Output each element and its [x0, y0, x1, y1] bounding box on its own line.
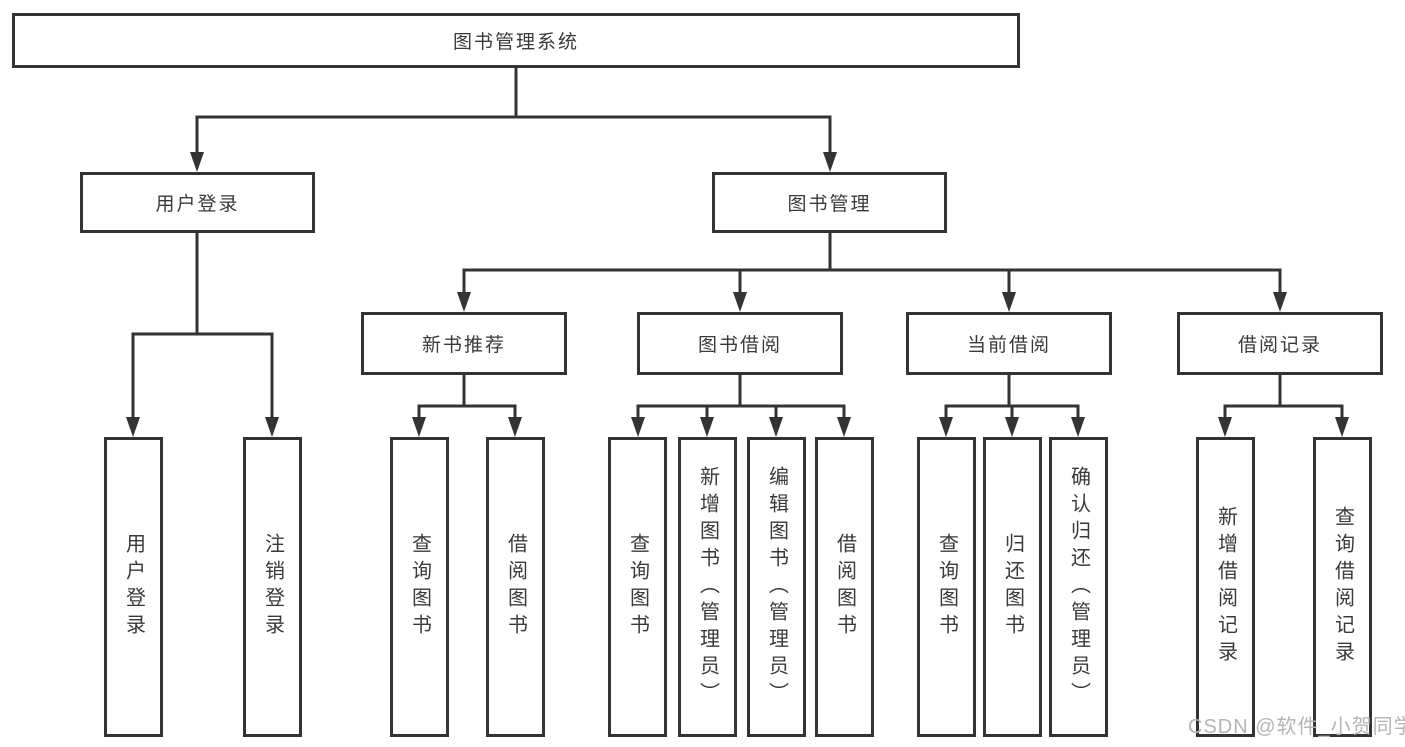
node-logout: 注销登录 [243, 437, 302, 737]
node-current-borrowing: 当前借阅 [906, 312, 1112, 375]
node-return-books: 归还图书 [983, 437, 1042, 737]
node-book-management: 图书管理 [712, 172, 947, 233]
node-confirm-return-admin: 确认归还（管理员） [1049, 437, 1108, 737]
node-book-borrowing: 图书借阅 [637, 312, 843, 375]
node-borrow-books-recommend: 借阅图书 [486, 437, 545, 737]
node-user-login: 用户登录 [80, 172, 315, 233]
node-query-books-recommend: 查询图书 [390, 437, 449, 737]
node-add-borrow-record: 新增借阅记录 [1196, 437, 1255, 737]
node-new-book-recommendation: 新书推荐 [361, 312, 567, 375]
csdn-watermark: CSDN @软件_小贺同学 [1188, 716, 1405, 738]
node-add-books-admin: 新增图书（管理员） [678, 437, 737, 737]
node-edit-books-admin: 编辑图书（管理员） [747, 437, 806, 737]
node-borrow-books-leaf: 借阅图书 [815, 437, 874, 737]
node-query-books-borrowing: 查询图书 [608, 437, 667, 737]
node-query-borrow-record: 查询借阅记录 [1313, 437, 1372, 737]
node-query-books-current: 查询图书 [917, 437, 976, 737]
node-user-login-leaf: 用户登录 [104, 437, 163, 737]
node-library-management-system: 图书管理系统 [12, 13, 1020, 68]
node-borrowing-records: 借阅记录 [1177, 312, 1383, 375]
